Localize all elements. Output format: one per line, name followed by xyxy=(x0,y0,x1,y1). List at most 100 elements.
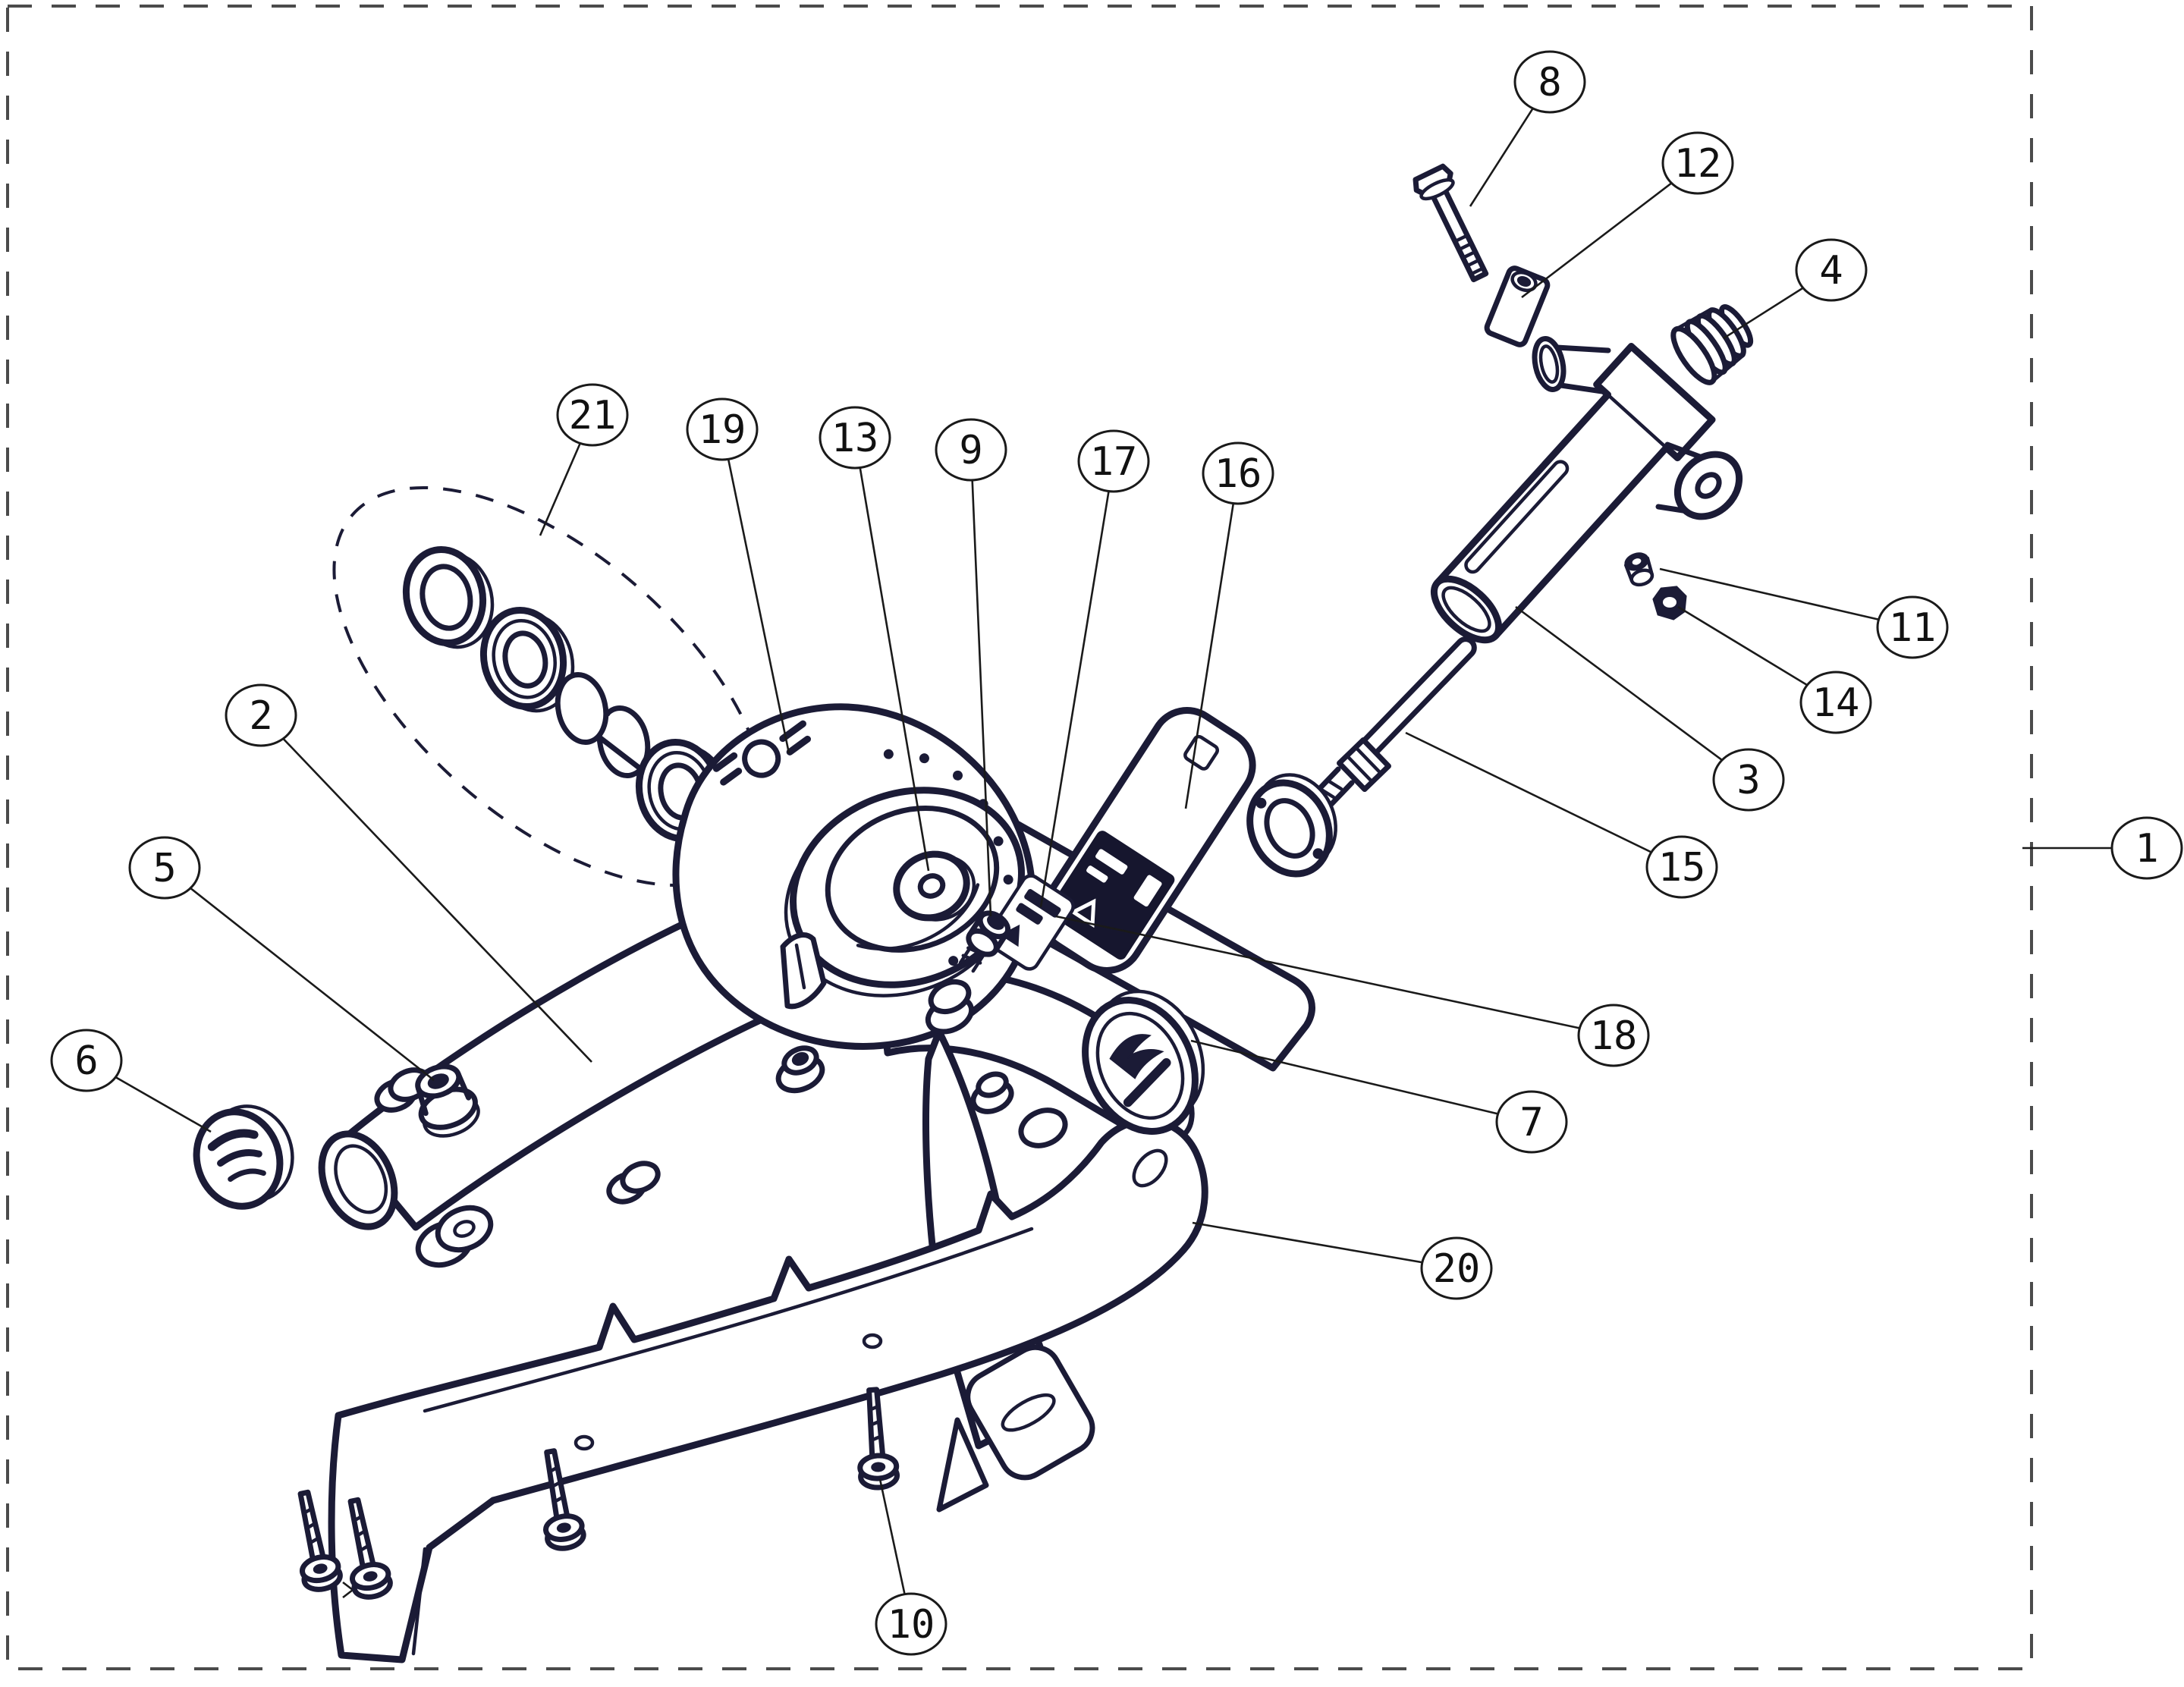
callout-bubble-12 xyxy=(1661,131,1734,195)
callout-bubble-15 xyxy=(1645,835,1718,899)
callout-leader-16 xyxy=(1184,473,1240,809)
callout-number-7: 7 xyxy=(1519,1100,1543,1145)
axle-dropout xyxy=(965,1344,1095,1481)
barrel-nut xyxy=(1484,265,1551,347)
brace-boss xyxy=(925,979,975,1035)
callout-number-15: 15 xyxy=(1658,845,1706,891)
callout-leader-11 xyxy=(1659,567,1913,629)
shock-body-slot xyxy=(1464,460,1570,574)
callout-number-5: 5 xyxy=(152,846,176,891)
callout-leader-20 xyxy=(1192,1221,1457,1270)
bushing xyxy=(415,1063,480,1138)
plug-small xyxy=(606,1161,661,1205)
info-label xyxy=(985,874,1075,971)
shock-top-stub xyxy=(1532,336,1611,394)
shock-bolt xyxy=(1413,163,1489,283)
callout-number-3: 3 xyxy=(1736,758,1760,803)
callout-number-9: 9 xyxy=(959,428,982,473)
callout-bubble-7 xyxy=(1495,1090,1568,1154)
callout-bubble-2 xyxy=(225,683,297,747)
callout-bubble-10 xyxy=(875,1592,947,1656)
callout-bubble-3 xyxy=(1712,748,1785,812)
top-hat-plug xyxy=(775,1045,825,1094)
callout-number-17: 17 xyxy=(1090,439,1138,485)
washer xyxy=(893,850,976,922)
top-hat-plug-2 xyxy=(970,1071,1014,1114)
callout-number-14: 14 xyxy=(1812,680,1860,726)
callout-leader-18 xyxy=(1055,915,1614,1037)
rod-collar xyxy=(1337,737,1391,793)
callout-bubble-14 xyxy=(1799,671,1872,734)
callout-number-19: 19 xyxy=(699,407,746,453)
screw xyxy=(297,1489,343,1592)
callout-leader-13 xyxy=(853,437,930,872)
callout-bubble-6 xyxy=(50,1029,123,1092)
chain-guard xyxy=(328,1117,1208,1663)
bearing-spacer xyxy=(555,672,651,778)
assembly-boundary-dashed-border xyxy=(6,5,2033,1670)
callout-leader-2 xyxy=(260,715,592,1063)
callout-bubble-4 xyxy=(1795,238,1868,302)
guard-screws xyxy=(297,1387,900,1600)
preload-cap xyxy=(1670,304,1754,385)
callout-number-6: 6 xyxy=(74,1038,98,1084)
callout-leader-17 xyxy=(1039,460,1115,908)
shock-eyelet-boss xyxy=(1655,441,1743,520)
chain-adjuster-tip xyxy=(936,1417,989,1513)
callout-bubble-11 xyxy=(1876,595,1949,659)
callout-bubble-8 xyxy=(1513,50,1586,114)
chain-guide-nib xyxy=(780,932,827,1010)
shock-lower-mount xyxy=(985,707,1256,974)
swingarm-body xyxy=(318,703,1315,1513)
screw xyxy=(543,1448,586,1551)
guard-slot-hole xyxy=(1132,1148,1168,1188)
callout-number-11: 11 xyxy=(1889,605,1937,651)
callout-number-18: 18 xyxy=(1590,1013,1638,1059)
callout-number-1: 1 xyxy=(2135,826,2158,872)
pivot-cap xyxy=(193,1104,294,1210)
bearing-front xyxy=(479,606,575,713)
callout-bubble-17 xyxy=(1077,429,1150,493)
callout-bubble-19 xyxy=(686,397,759,461)
cap-logo xyxy=(207,1129,266,1182)
callout-bubble-1 xyxy=(2110,816,2183,880)
shock-rod xyxy=(1246,636,1477,878)
callout-bubble-16 xyxy=(1202,441,1274,505)
pivot-tube-end xyxy=(318,1130,398,1230)
seal-ring xyxy=(402,545,495,649)
callout-leader-9 xyxy=(969,449,992,917)
callout-number-12: 12 xyxy=(1674,141,1722,187)
shock-body xyxy=(1430,343,1716,644)
callout-number-2: 2 xyxy=(249,693,272,739)
callout-leader-7 xyxy=(1190,1039,1532,1123)
callout-number-10: 10 xyxy=(888,1602,935,1648)
warning-label xyxy=(1048,831,1175,960)
screw xyxy=(857,1387,900,1491)
screw xyxy=(347,1497,393,1600)
callout-leader-12 xyxy=(1521,162,1698,299)
callout-bubble-9 xyxy=(935,418,1007,482)
callout-leader-5 xyxy=(164,866,435,1082)
callout-number-21: 21 xyxy=(569,393,617,438)
shock-assembly xyxy=(1413,163,1754,644)
callout-bubble-21 xyxy=(556,383,629,447)
cap-logo xyxy=(1109,1034,1171,1107)
callout-leader-3 xyxy=(1515,605,1749,781)
callout-number-13: 13 xyxy=(831,416,879,461)
rod-eyelet xyxy=(1246,773,1337,878)
callout-number-16: 16 xyxy=(1215,451,1262,497)
boss-with-hole xyxy=(415,1205,494,1268)
pivot-screw xyxy=(958,910,1011,973)
callout-bubble-5 xyxy=(128,836,201,900)
callout-leader-19 xyxy=(721,429,790,754)
callout-bubble-18 xyxy=(1577,1004,1650,1067)
callout-number-8: 8 xyxy=(1538,60,1561,105)
callout-number-20: 20 xyxy=(1433,1246,1481,1292)
callout-bubble-20 xyxy=(1420,1236,1493,1300)
grub-screw xyxy=(1624,552,1654,587)
callout-number-4: 4 xyxy=(1819,248,1843,294)
lock-nut xyxy=(1652,586,1687,620)
callout-bubble-13 xyxy=(819,406,891,470)
